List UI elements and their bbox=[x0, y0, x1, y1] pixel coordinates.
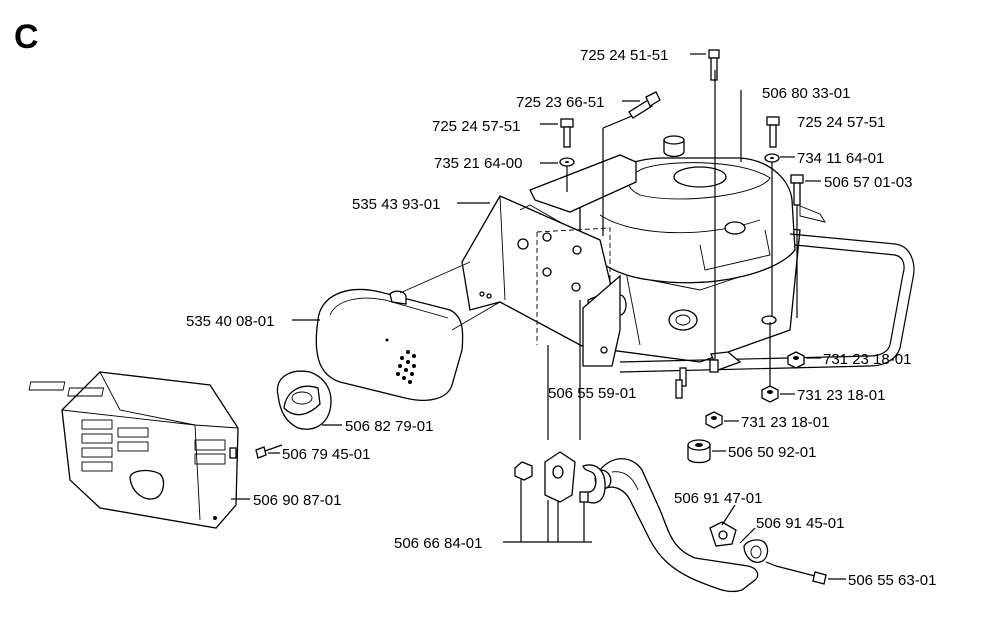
washer-734-11-64-01 bbox=[764, 153, 780, 318]
label-506-80-33-01: 506 80 33-01 bbox=[762, 85, 850, 102]
label-506-90-87-01: 506 90 87-01 bbox=[253, 492, 341, 509]
label-735-21-64-00: 735 21 64-00 bbox=[434, 155, 522, 172]
washer-735-21-64-00 bbox=[559, 157, 575, 192]
leader-lines bbox=[231, 53, 846, 580]
screw-506-55-63-01 bbox=[765, 561, 827, 585]
heat-shield-drawing bbox=[28, 371, 239, 529]
label-535-43-93-01: 535 43 93-01 bbox=[352, 196, 440, 213]
section-letter: C bbox=[14, 18, 39, 56]
spacer-left-drawing bbox=[675, 70, 777, 399]
nut-731-23-18-01-b bbox=[761, 322, 779, 403]
nut-731-23-18-01-a bbox=[787, 351, 805, 369]
bolt-725-24-57-51-right bbox=[766, 116, 780, 148]
screw-506-79-45-01 bbox=[255, 444, 283, 459]
bolt-725-24-51-51 bbox=[708, 49, 720, 81]
spacer-506-50-92-01 bbox=[687, 439, 711, 464]
label-506-55-63-01: 506 55 63-01 bbox=[848, 572, 936, 589]
label-506-55-59-01: 506 55 59-01 bbox=[548, 385, 636, 402]
bolt-725-23-66-51 bbox=[602, 91, 661, 236]
label-506-57-01-03: 506 57 01-03 bbox=[824, 174, 912, 191]
label-731-23-18-01-b: 731 23 18-01 bbox=[797, 387, 885, 404]
label-734-11-64-01: 734 11 64-01 bbox=[797, 150, 884, 167]
label-506-50-92-01: 506 50 92-01 bbox=[728, 444, 816, 461]
label-506-91-45-01: 506 91 45-01 bbox=[756, 515, 844, 532]
label-506-82-79-01: 506 82 79-01 bbox=[345, 418, 433, 435]
gasket-drawing bbox=[709, 521, 769, 563]
label-725-24-51-51: 725 24 51-51 bbox=[580, 47, 668, 64]
label-725-24-57-51-left: 725 24 57-51 bbox=[432, 118, 520, 135]
label-535-40-08-01: 535 40 08-01 bbox=[186, 313, 274, 330]
clamp-drawing bbox=[514, 451, 606, 504]
deflector-drawing bbox=[276, 370, 332, 430]
bolt-506-57-01-03 bbox=[790, 174, 804, 318]
frame-tube-drawing bbox=[619, 205, 915, 373]
label-506-66-84-01: 506 66 84-01 bbox=[394, 535, 482, 552]
label-725-24-57-51-right: 725 24 57-51 bbox=[797, 114, 885, 131]
label-731-23-18-01-c: 731 23 18-01 bbox=[741, 414, 829, 431]
label-725-23-66-51: 725 23 66-51 bbox=[516, 94, 604, 111]
engine-plate-drawing bbox=[529, 154, 637, 367]
bolt-725-24-57-51-left bbox=[560, 118, 574, 148]
label-506-91-47-01: 506 91 47-01 bbox=[674, 490, 762, 507]
exhaust-pipe-drawing bbox=[594, 458, 759, 593]
muffler-bracket-drawing bbox=[461, 195, 613, 347]
nut-731-23-18-01-c bbox=[705, 411, 723, 429]
guide-lines bbox=[547, 300, 581, 440]
label-506-79-45-01: 506 79 45-01 bbox=[282, 446, 370, 463]
label-731-23-18-01-a: 731 23 18-01 bbox=[823, 351, 911, 368]
muffler-drawing bbox=[315, 261, 501, 401]
